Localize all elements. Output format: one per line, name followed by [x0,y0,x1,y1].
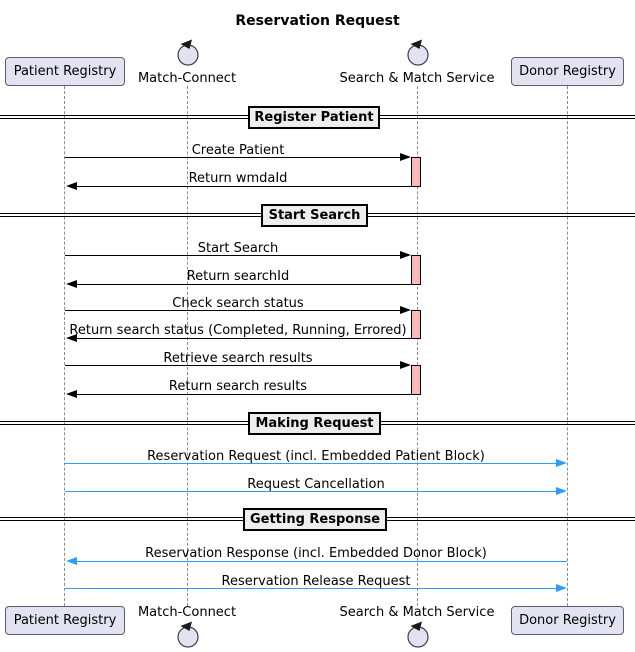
participant-label-match-connect-bottom: Match-Connect [137,605,237,620]
participant-box-donor-registry-bottom: Donor Registry [511,606,624,635]
message-label: Return wmdaId [188,171,288,186]
participant-label: Patient Registry [13,64,117,79]
activation-bar [411,157,421,187]
arrowhead-right-icon [556,584,567,592]
arrowhead-right-icon [400,361,411,369]
activation-bar [411,255,421,285]
divider-label: Start Search [268,208,361,223]
divider-getting-response: Getting Response [243,508,387,531]
arrowhead-right-icon [556,487,567,495]
lifeline-patient-registry [64,86,65,606]
arrowhead-right-icon [400,153,411,161]
participant-box-donor-registry-top: Donor Registry [511,57,624,86]
message-label: Return search results [168,379,308,394]
arrowhead-right-icon [400,251,411,259]
message-label: Return searchId [186,269,290,284]
lifeline-search-match-service [417,86,418,606]
message-line [77,284,412,285]
message-line [65,463,557,464]
message-line [77,186,412,187]
divider-register-patient: Register Patient [248,106,380,129]
control-icon-search-match-service-top [407,39,429,66]
message-line [65,365,402,366]
message-line [65,255,402,256]
message-label: Reservation Request (incl. Embedded Pati… [147,449,485,464]
participant-label: Patient Registry [13,613,117,628]
arrowhead-left-icon [66,557,77,565]
participant-label-search-match-service-top: Search & Match Service [339,71,495,86]
message-label: Create Patient [191,143,285,158]
activation-bar [411,310,421,339]
activation-bar [411,365,421,395]
arrowhead-left-icon [66,182,77,190]
message-line [65,588,557,589]
lifeline-donor-registry [567,86,568,606]
arrowhead-right-icon [556,459,567,467]
arrowhead-left-icon [66,390,77,398]
arrowhead-right-icon [400,306,411,314]
message-line [77,338,412,339]
arrowhead-left-icon [66,334,77,342]
message-label: Reservation Response (incl. Embedded Don… [145,546,487,561]
message-line [77,394,412,395]
control-icon-search-match-service-bottom [407,621,429,648]
arrowhead-left-icon [66,280,77,288]
divider-label: Register Patient [254,110,374,125]
message-line [65,157,402,158]
participant-box-patient-registry-top: Patient Registry [5,57,125,86]
message-label: Request Cancellation [247,477,385,492]
message-line [65,310,402,311]
diagram-title: Reservation Request [235,13,400,29]
participant-label: Donor Registry [519,613,616,628]
message-label: Retrieve search results [163,351,313,366]
message-label: Reservation Release Request [221,574,411,589]
divider-label: Getting Response [249,512,381,527]
participant-label-search-match-service-bottom: Search & Match Service [339,605,495,620]
message-line [77,561,567,562]
message-label: Check search status [172,296,304,311]
control-icon-match-connect-top [177,39,199,66]
participant-label-match-connect-top: Match-Connect [137,71,237,86]
message-label: Start Search [197,241,279,256]
divider-making-request: Making Request [248,412,381,435]
message-line [65,491,557,492]
control-icon-match-connect-bottom [177,621,199,648]
lifeline-match-connect [187,86,188,606]
participant-box-patient-registry-bottom: Patient Registry [5,606,125,635]
message-label: Return search status (Completed, Running… [69,323,407,338]
divider-start-search: Start Search [261,204,368,227]
divider-label: Making Request [255,416,374,431]
participant-label: Donor Registry [519,64,616,79]
